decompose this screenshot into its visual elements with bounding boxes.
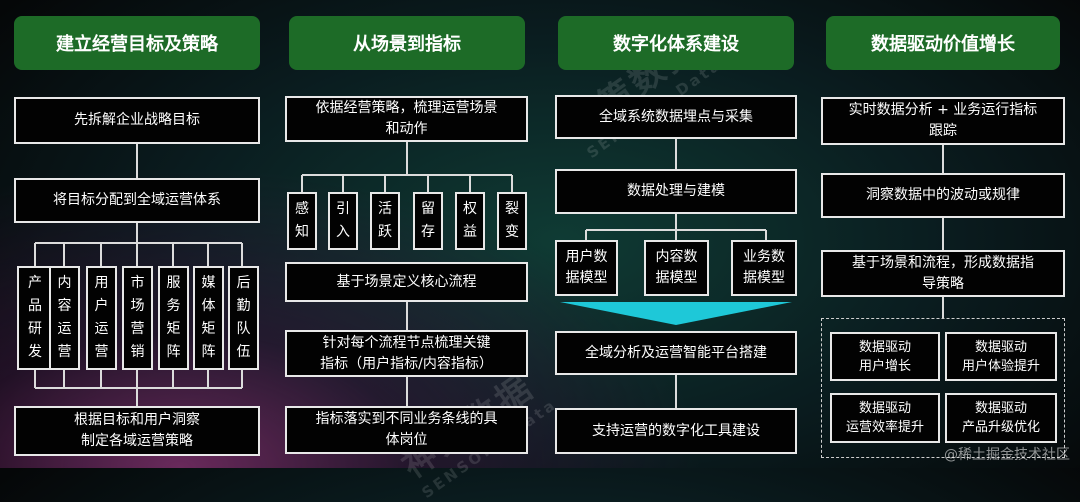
sub-item: 内容运营 (49, 266, 80, 370)
step-box: 将目标分配到全域运营体系 (14, 178, 260, 223)
sub-item: 用户运营 (86, 266, 117, 370)
sub-item: 市场营销 (122, 266, 153, 370)
sub-item: 活跃 (370, 192, 400, 250)
sub-item: 权益 (455, 192, 485, 250)
credit-text: @稀土掘金技术社区 (944, 447, 1070, 463)
column-header: 从场景到指标 (289, 16, 525, 70)
model-box: 内容数 据模型 (644, 240, 709, 296)
step-box: 支持运营的数字化工具建设 (555, 408, 797, 454)
step-box: 针对每个流程节点梳理关键 指标（用户指标/内容指标） (285, 330, 528, 377)
sub-item: 感知 (287, 192, 317, 250)
model-box: 业务数 据模型 (731, 240, 797, 296)
step-box: 先拆解企业战略目标 (14, 97, 260, 144)
column-header: 数据驱动价值增长 (826, 16, 1060, 70)
column-header: 建立经营目标及策略 (14, 16, 260, 70)
step-box: 全域系统数据埋点与采集 (555, 95, 797, 139)
step-box: 实时数据分析 + 业务运行指标 跟踪 (821, 97, 1065, 145)
step-box: 根据目标和用户洞察 制定各域运营策略 (14, 406, 260, 456)
step-box: 基于场景和流程，形成数据指 导策略 (821, 250, 1065, 297)
step-box: 依据经营策略，梳理运营场景 和动作 (285, 96, 528, 142)
sub-item: 后勤队伍 (228, 266, 259, 370)
down-arrow-icon (560, 302, 792, 325)
drivers-group (821, 318, 1065, 458)
step-box: 洞察数据中的波动或规律 (821, 173, 1065, 218)
sub-item: 服务矩阵 (158, 266, 189, 370)
connector-lines (34, 139, 944, 408)
sub-item: 引入 (328, 192, 358, 250)
step-box: 基于场景定义核心流程 (285, 262, 528, 302)
sub-item: 留存 (413, 192, 443, 250)
sub-item: 裂变 (497, 192, 527, 250)
driver-box: 数据驱动 用户增长 (830, 332, 940, 381)
step-box: 数据处理与建模 (555, 169, 797, 214)
driver-box: 数据驱动 运营效率提升 (830, 393, 940, 443)
driver-box: 数据驱动 用户体验提升 (945, 332, 1057, 381)
step-box: 全域分析及运营智能平台搭建 (555, 331, 797, 375)
driver-box: 数据驱动 产品升级优化 (945, 393, 1057, 443)
sub-item: 产品研发 (17, 266, 53, 370)
step-box: 指标落实到不同业务条线的具 体岗位 (285, 406, 528, 454)
column-header: 数字化体系建设 (558, 16, 794, 70)
sub-item: 媒体矩阵 (193, 266, 224, 370)
model-box: 用户数 据模型 (555, 240, 618, 296)
